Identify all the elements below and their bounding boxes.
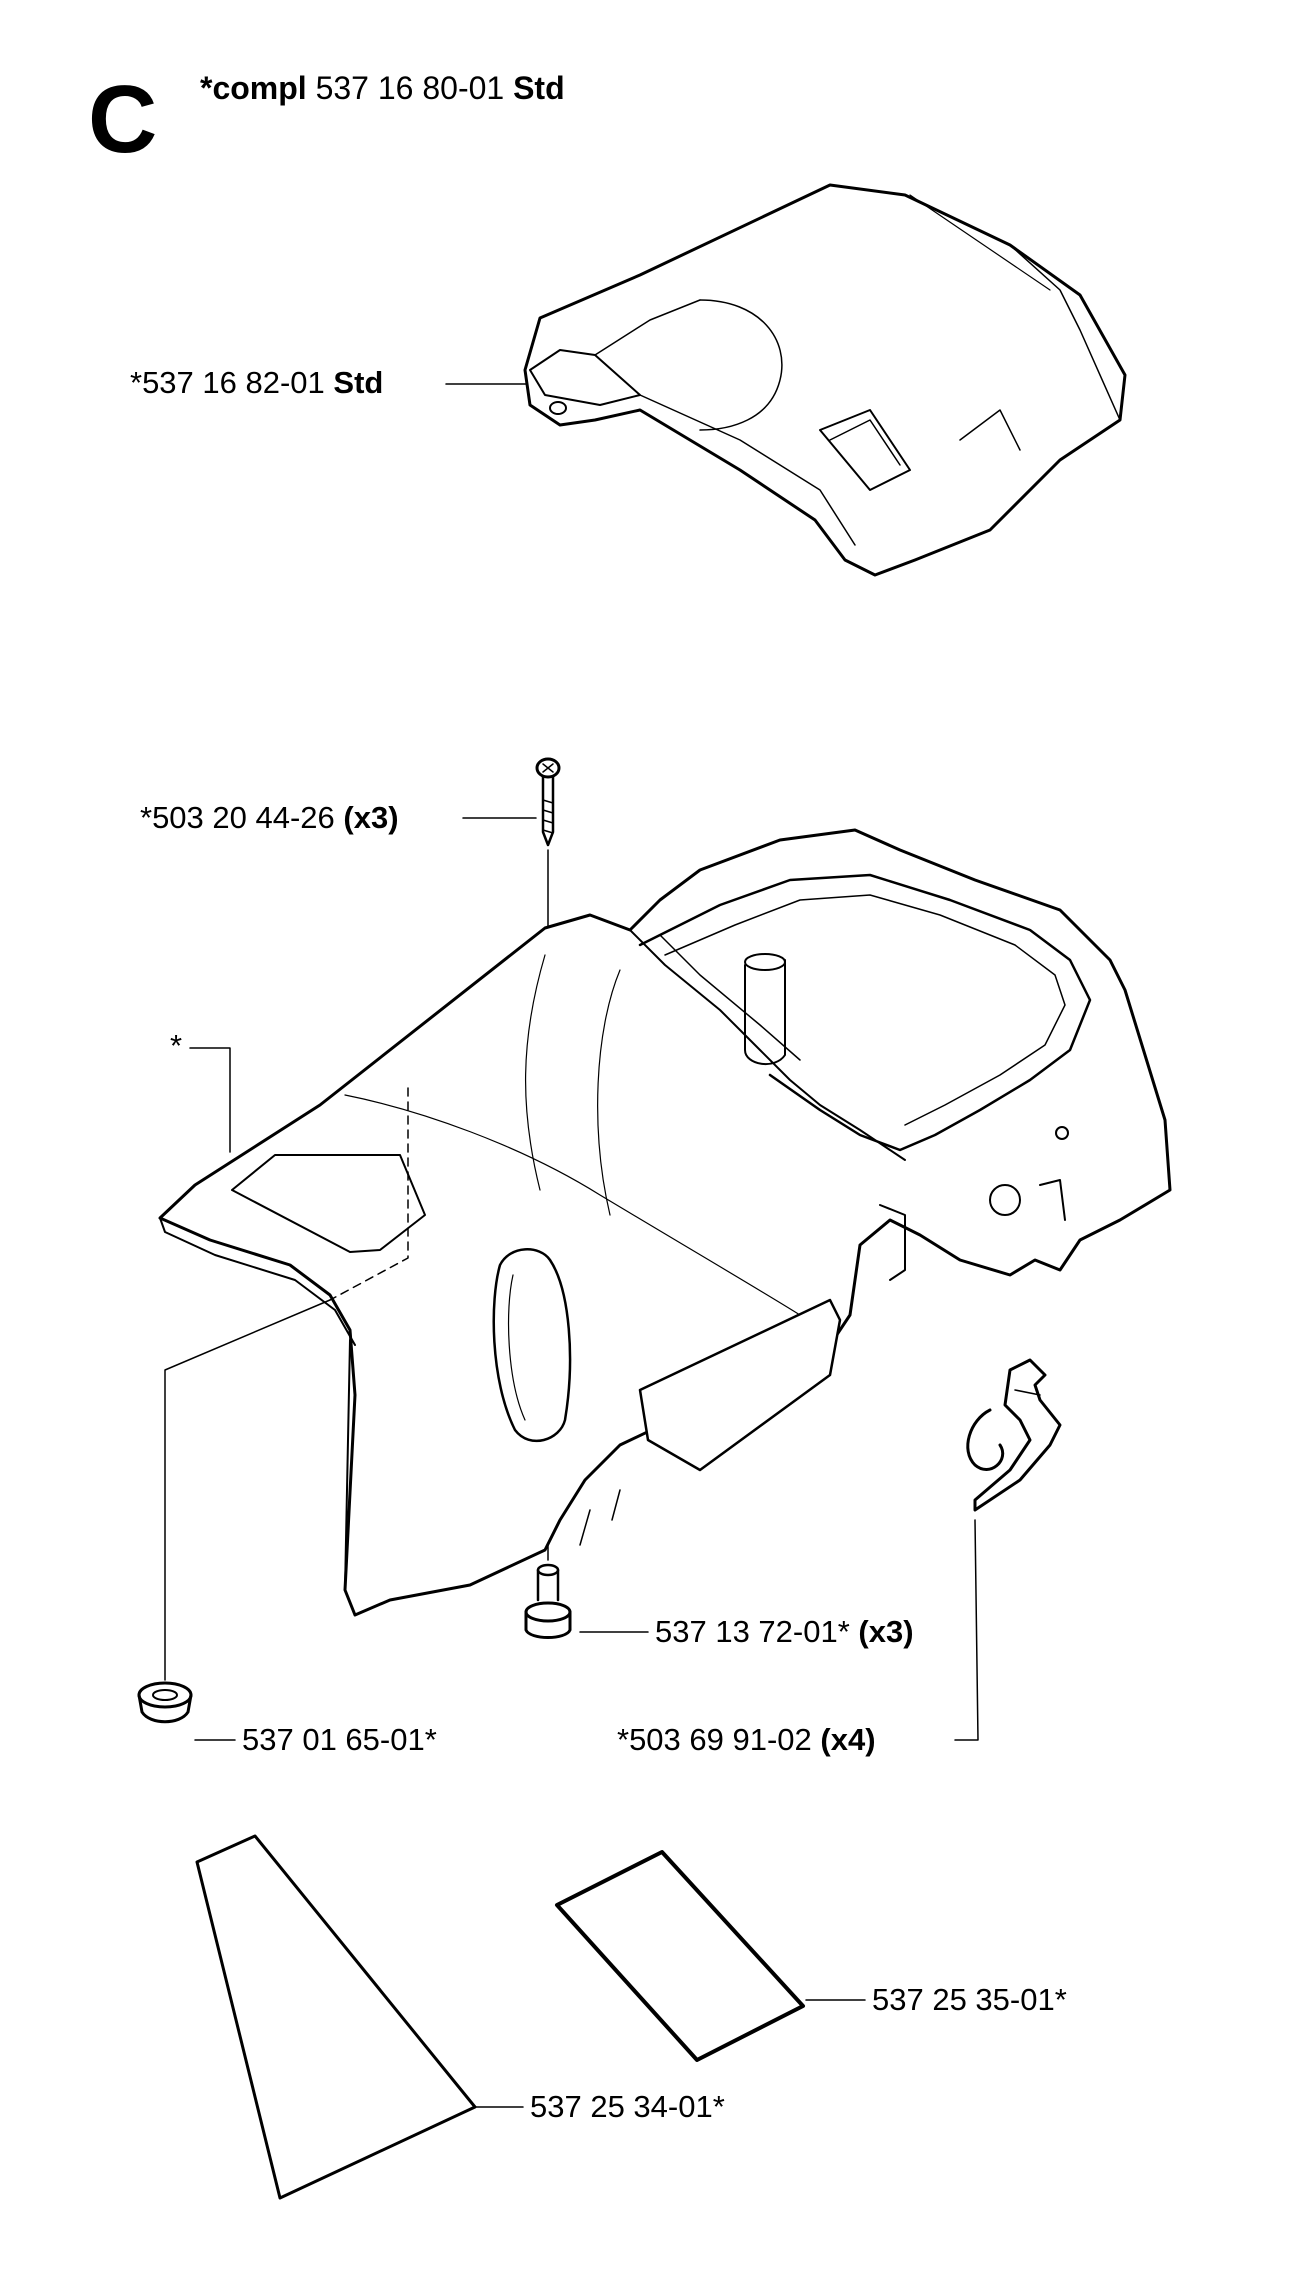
decal-left-part	[195, 1834, 477, 2200]
label-plug: 537 01 65-01*	[242, 1724, 437, 1755]
header-prefix: *compl	[200, 70, 307, 106]
label-clip-qty: (x4)	[820, 1722, 876, 1757]
label-bushing: 537 13 72-01* (x3)	[655, 1616, 914, 1647]
label-star: *	[170, 1030, 182, 1061]
label-top-cover-number: *537 16 82-01	[130, 365, 325, 400]
cylinder-cover-part	[158, 828, 1172, 1617]
header-suffix: Std	[513, 70, 565, 106]
label-top-cover-suffix: Std	[333, 365, 384, 400]
label-screw-number: *503 20 44-26	[140, 800, 335, 835]
label-decal-left: 537 25 34-01*	[530, 2091, 725, 2122]
label-plug-number: 537 01 65-01*	[242, 1722, 437, 1757]
decal-right-part	[555, 1850, 805, 2062]
header-number: 537 16 80-01	[315, 70, 505, 106]
label-screw-qty: (x3)	[343, 800, 399, 835]
label-decal-left-number: 537 25 34-01*	[530, 2089, 725, 2124]
label-clip: *503 69 91-02 (x4)	[617, 1724, 876, 1755]
assembly-header: *compl 537 16 80-01 Std	[200, 72, 565, 104]
leader-lines	[189, 383, 866, 2108]
label-bushing-qty: (x3)	[858, 1614, 914, 1649]
label-bushing-number: 537 13 72-01*	[655, 1614, 850, 1649]
top-cover-part	[523, 183, 1127, 577]
label-decal-right: 537 25 35-01*	[872, 1984, 1067, 2015]
label-screw: *503 20 44-26 (x3)	[140, 802, 399, 833]
bushing-part	[524, 1563, 572, 1639]
section-letter: C	[88, 66, 158, 173]
label-decal-right-number: 537 25 35-01*	[872, 1982, 1067, 2017]
clip-part	[954, 1358, 1062, 1741]
plug-part	[137, 1299, 331, 1724]
label-clip-number: *503 69 91-02	[617, 1722, 812, 1757]
label-star-text: *	[170, 1028, 183, 1063]
label-top-cover: *537 16 82-01 Std	[130, 367, 383, 398]
